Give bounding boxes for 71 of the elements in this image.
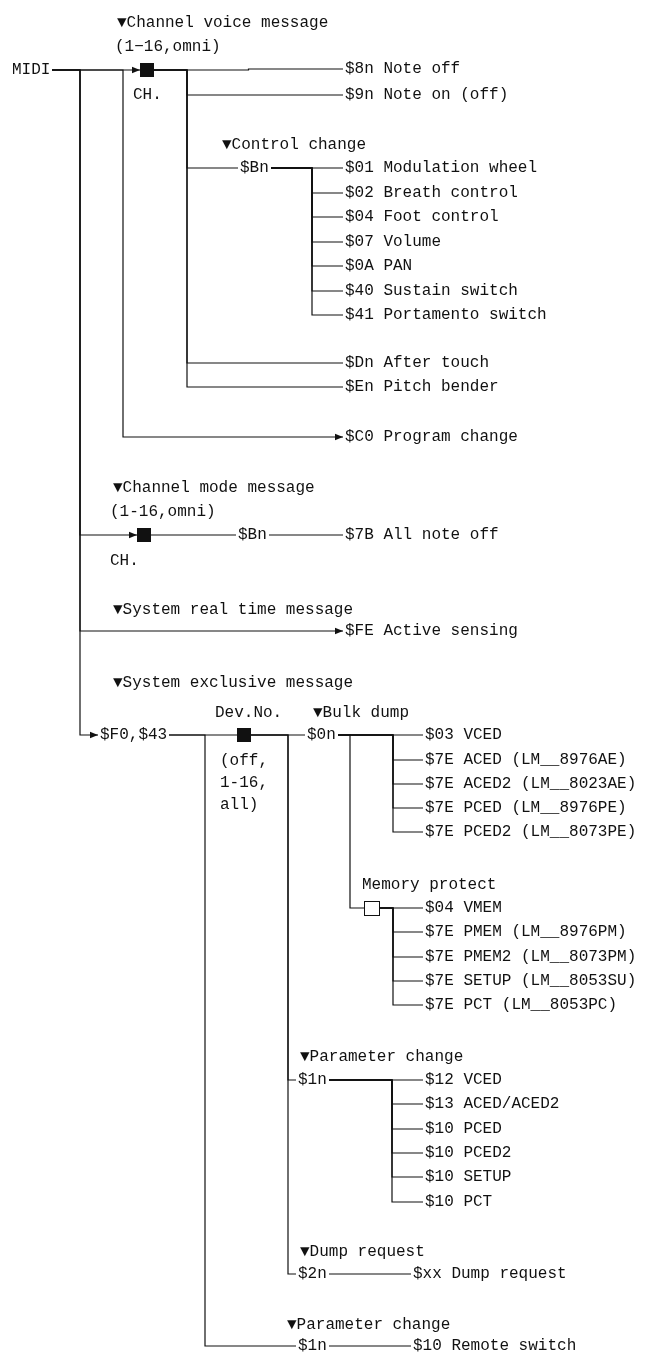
- message-label: $12 VCED: [425, 1070, 502, 1090]
- connector-line: [379, 907, 424, 1006]
- section-heading: ▼Control change: [222, 135, 367, 156]
- source-label: MIDI: [12, 60, 51, 80]
- arrow: [51, 69, 99, 739]
- message-label: $1n: [298, 1336, 327, 1356]
- section-heading: ▼Parameter change: [300, 1047, 464, 1068]
- message-label: $0A PAN: [345, 256, 413, 276]
- connector-line: [328, 1273, 412, 1275]
- message-label: $04 Foot control: [345, 207, 499, 227]
- device-number-note: Dev.No.: [215, 703, 283, 724]
- filled-junction-square: [237, 728, 251, 742]
- message-label: $10 PCED: [425, 1119, 502, 1139]
- message-label: $Dn After touch: [345, 353, 490, 373]
- message-label: $1n: [298, 1070, 327, 1090]
- message-label: $7E ACED (LM__8976AE): [425, 750, 627, 770]
- message-label: $7E PMEM (LM__8976PM): [425, 922, 627, 942]
- message-label: $7E PMEM2 (LM__8073PM): [425, 947, 637, 967]
- message-label: $10 Remote switch: [413, 1336, 577, 1356]
- message-label: $Bn: [240, 158, 269, 178]
- message-label: $xx Dump request: [413, 1264, 567, 1284]
- message-label: $10 PCT: [425, 1192, 493, 1212]
- connector-line: [270, 167, 344, 316]
- message-label: $7E ACED2 (LM__8023AE): [425, 774, 637, 794]
- section-heading: ▼System exclusive message: [113, 673, 354, 694]
- section-heading: ▼System real time message: [113, 600, 354, 621]
- message-label: $0n: [307, 725, 336, 745]
- connector-line: [268, 534, 344, 536]
- message-label: $7E SETUP (LM__8053SU): [425, 971, 637, 991]
- section-heading: ▼Bulk dump: [313, 703, 409, 724]
- message-label: $10 PCED2: [425, 1143, 512, 1163]
- message-label: $10 SETUP: [425, 1167, 512, 1187]
- message-label: $07 Volume: [345, 232, 441, 252]
- connector-line: [250, 734, 297, 1275]
- message-label: $40 Sustain switch: [345, 281, 518, 301]
- filled-junction-square: [140, 63, 154, 77]
- range-note: (off, 1-16, all): [220, 751, 269, 816]
- message-label: $01 Modulation wheel: [345, 158, 538, 178]
- message-label: $7E PCED2 (LM__8073PE): [425, 822, 637, 842]
- message-label: $7E PCT (LM__8053PC): [425, 995, 618, 1015]
- connector-line: [168, 734, 297, 1347]
- message-label: $Bn: [238, 525, 267, 545]
- message-label: $FE Active sensing: [345, 621, 518, 641]
- section-heading: ▼Parameter change: [287, 1315, 451, 1336]
- message-label: $04 VMEM: [425, 898, 502, 918]
- message-label: $7E PCED (LM__8976PE): [425, 798, 627, 818]
- section-heading: Memory protect: [362, 875, 497, 896]
- connector-line: [328, 1079, 424, 1203]
- message-label: $8n Note off: [345, 59, 461, 79]
- section-heading: ▼Channel voice message: [117, 13, 329, 34]
- message-label: $F0,$43: [100, 725, 168, 745]
- message-label: $41 Portamento switch: [345, 305, 547, 325]
- message-label: $13 ACED/ACED2: [425, 1094, 560, 1114]
- message-label: $9n Note on (off): [345, 85, 509, 105]
- range-note: (1−16,omni): [115, 37, 221, 58]
- section-heading: ▼Dump request: [300, 1242, 425, 1263]
- connector-line: [328, 1345, 412, 1347]
- message-label: $C0 Program change: [345, 427, 518, 447]
- message-label: $02 Breath control: [345, 183, 518, 203]
- channel-note: CH.: [133, 85, 162, 106]
- connector-line: [337, 734, 365, 909]
- range-note: (1-16,omni): [110, 502, 216, 523]
- message-label: $03 VCED: [425, 725, 502, 745]
- message-label: $2n: [298, 1264, 327, 1284]
- message-label: $En Pitch bender: [345, 377, 499, 397]
- connector-line: [150, 534, 237, 536]
- open-junction-square: [364, 900, 380, 916]
- section-heading: ▼Channel mode message: [113, 478, 315, 499]
- channel-note: CH.: [110, 551, 139, 572]
- message-label: $7B All note off: [345, 525, 499, 545]
- filled-junction-square: [137, 528, 151, 542]
